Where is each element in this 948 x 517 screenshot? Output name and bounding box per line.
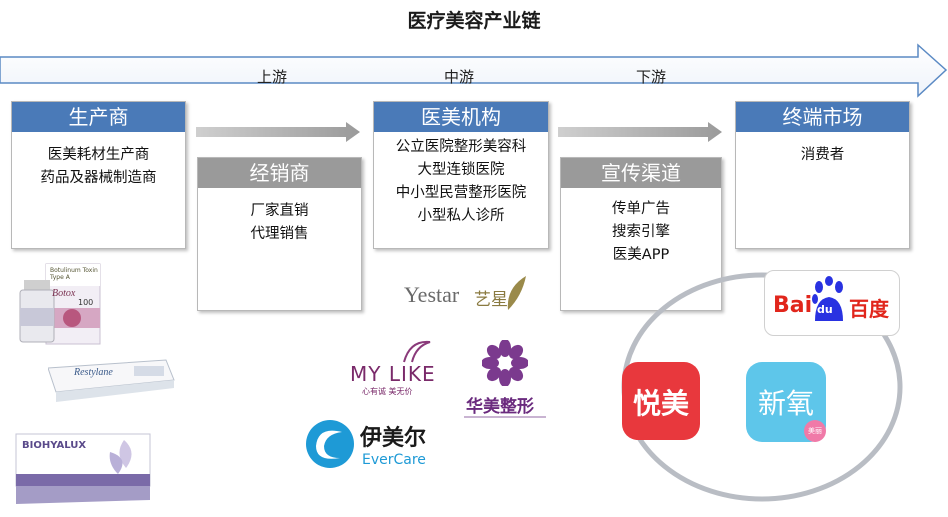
mylike-logo: MY LIKE 心有诚 美无价 <box>348 338 438 398</box>
biohyalux-product-image: BIOHYALUX <box>14 430 154 508</box>
market-box: 终端市场 消费者 <box>735 101 910 249</box>
botox-name-label: Botox <box>52 288 76 299</box>
producer-header: 生产商 <box>12 102 185 132</box>
baidu-logo: Bai du 百度 <box>764 270 900 336</box>
evercare-logo: 伊美尔 EverCare <box>304 416 440 476</box>
botox-brand-label: Botulinum Toxin Type A <box>50 267 98 281</box>
botox-product-image: Botulinum Toxin Type A Botox 100 <box>12 262 102 352</box>
institution-header: 医美机构 <box>374 102 548 132</box>
distributor-line-2: 代理销售 <box>250 226 309 242</box>
channel-box: 宣传渠道 传单广告 搜索引擎 医美APP <box>560 157 722 311</box>
restylane-name-label: Restylane <box>74 367 113 378</box>
market-header: 终端市场 <box>736 102 909 132</box>
institution-line-4: 小型私人诊所 <box>417 208 505 224</box>
stage-midstream: 中游 <box>444 68 475 86</box>
producer-lines: 医美耗材生产商 药品及器械制造商 <box>12 132 185 190</box>
biohyalux-name-label: BIOHYALUX <box>22 440 87 451</box>
huamei-logo-text: 华美整形 <box>466 397 534 417</box>
yestar-logo: Yestar 艺星 <box>400 268 532 318</box>
flower-icon <box>482 340 528 386</box>
evercare-logo-cn: 伊美尔 <box>360 426 427 451</box>
stage-downstream: 下游 <box>636 68 667 86</box>
yestar-logo-cn: 艺星 <box>474 290 508 310</box>
xinyang-badge: 美丽 <box>804 420 826 442</box>
leaf-icon <box>507 276 526 310</box>
baidu-logo-cn: 百度 <box>849 297 889 321</box>
institution-lines: 公立医院整形美容科 大型连锁医院 中小型民营整形医院 小型私人诊所 <box>374 132 548 228</box>
xinyang-app-icon: 新氧 美丽 <box>746 362 826 442</box>
baidu-paw-icon <box>812 276 843 321</box>
yuemei-app-icon: 悦美 <box>622 362 700 440</box>
swirl-icon <box>403 340 431 363</box>
distributor-lines: 厂家直销 代理销售 <box>198 188 361 246</box>
evercare-logo-text: EverCare <box>362 452 426 468</box>
botox-units-label: 100 <box>78 298 94 307</box>
mylike-logo-text: MY LIKE <box>350 362 436 386</box>
huamei-logo: 华美整形 <box>462 340 548 422</box>
value-chain-arrow <box>0 43 948 98</box>
restylane-product-image: Restylane <box>47 358 176 406</box>
flow-arrow-1 <box>196 122 360 142</box>
institution-line-1: 公立医院整形美容科 <box>395 139 527 155</box>
producer-box: 生产商 医美耗材生产商 药品及器械制造商 <box>11 101 186 249</box>
producer-line-1: 医美耗材生产商 <box>47 147 150 163</box>
baidu-logo-text: Bai <box>773 293 813 318</box>
producer-line-2: 药品及器械制造商 <box>40 170 157 186</box>
channel-lines: 传单广告 搜索引擎 医美APP <box>561 188 721 267</box>
distributor-box: 经销商 厂家直销 代理销售 <box>197 157 362 311</box>
huamei-underline <box>464 416 546 418</box>
distributor-line-1: 厂家直销 <box>250 203 309 219</box>
channel-line-1: 传单广告 <box>612 201 670 217</box>
institution-box: 医美机构 公立医院整形美容科 大型连锁医院 中小型民营整形医院 小型私人诊所 <box>373 101 549 249</box>
institution-line-3: 中小型民营整形医院 <box>395 185 527 201</box>
distributor-header: 经销商 <box>198 158 361 188</box>
yuemei-app-text: 悦美 <box>632 387 689 420</box>
yestar-logo-text: Yestar <box>404 282 460 307</box>
market-line-1: 消费者 <box>800 147 845 163</box>
channel-line-2: 搜索引擎 <box>612 224 670 240</box>
baidu-du-text: du <box>817 303 833 316</box>
channel-header: 宣传渠道 <box>561 158 721 188</box>
market-lines: 消费者 <box>736 132 909 167</box>
evercare-swirl-icon <box>306 420 354 468</box>
institution-line-2: 大型连锁医院 <box>417 162 505 178</box>
diagram-title: 医疗美容产业链 <box>407 10 541 32</box>
stage-upstream: 上游 <box>257 68 288 86</box>
channel-line-3: 医美APP <box>612 247 670 263</box>
xinyang-app-text: 新氧 <box>757 387 814 420</box>
flow-arrow-2 <box>558 122 722 142</box>
mylike-logo-sub: 心有诚 美无价 <box>362 387 413 396</box>
